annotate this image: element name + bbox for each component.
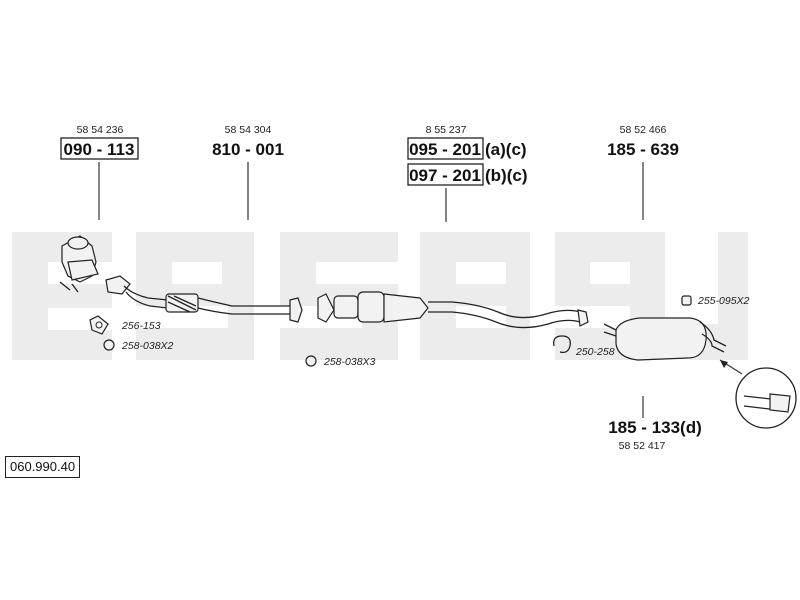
part2-code: 810 - 001 bbox=[212, 140, 284, 159]
part3b-code: 097 - 201 bbox=[409, 166, 481, 185]
part3a-code: 095 - 201 bbox=[409, 140, 481, 159]
part4-reference: 58 52 466 bbox=[620, 124, 667, 136]
part1-code-box bbox=[60, 137, 139, 160]
part4-code: 185 - 639 bbox=[607, 140, 679, 159]
nut-icon bbox=[103, 339, 115, 351]
accessory-258-038x2: 258-038X2 bbox=[121, 340, 174, 352]
catalytic-converter bbox=[59, 235, 99, 293]
accessory-256-153: 256-153 bbox=[121, 320, 161, 332]
accessory-250-258: 250-258 bbox=[575, 346, 615, 358]
part3b-suffix: (b)(c) bbox=[485, 166, 527, 185]
part3-reference: 8 55 237 bbox=[426, 124, 467, 136]
part1-reference: 58 54 236 bbox=[77, 124, 124, 136]
part2-reference: 58 54 304 bbox=[225, 124, 272, 136]
accessory-258-038x3: 258-038X3 bbox=[323, 356, 376, 368]
background-watermark bbox=[12, 232, 748, 360]
part5-code: 185 - 133(d) bbox=[608, 418, 702, 437]
nut-icon-2 bbox=[305, 355, 317, 367]
part5-reference: 58 52 417 bbox=[619, 440, 666, 452]
rear-silencer bbox=[603, 317, 727, 361]
part3a-code-box bbox=[407, 137, 484, 160]
clamp-icon bbox=[553, 335, 571, 354]
accessory-255-095x2: 255-095X2 bbox=[697, 295, 750, 307]
rubber-mount-icon bbox=[681, 295, 692, 306]
diagram-number-box: 060.990.40 bbox=[5, 456, 81, 478]
part1-code: 090 - 113 bbox=[64, 140, 135, 159]
tailpipe-detail-callout bbox=[719, 359, 797, 429]
gasket-hole-icon bbox=[95, 321, 103, 329]
part3a-suffix: (a)(c) bbox=[485, 140, 527, 159]
front-pipe bbox=[105, 275, 303, 323]
middle-section bbox=[317, 291, 589, 329]
part3b-code-box bbox=[407, 163, 484, 186]
